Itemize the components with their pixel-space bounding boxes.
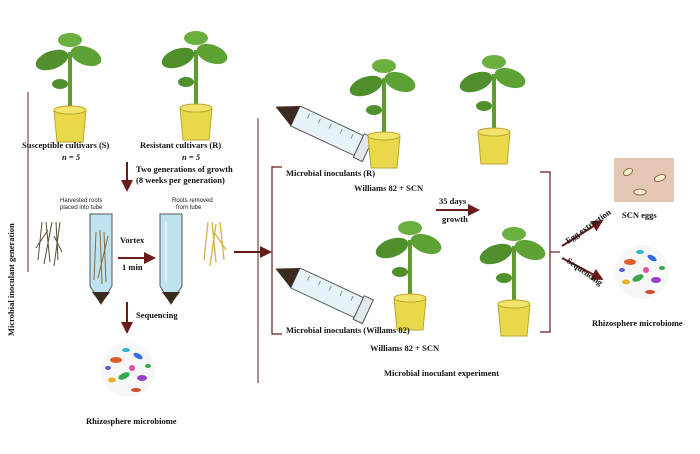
egg-extraction-arrow — [561, 219, 604, 247]
side-label: Microbial inoculant generation — [6, 223, 16, 336]
scn-eggs-label: SCN eggs — [622, 210, 657, 220]
growth-line2: (8 weeks per generation) — [136, 175, 225, 185]
susceptible-label: Susceptible cultivars (S) — [22, 140, 110, 150]
harvested-label-2: placed into tube — [60, 205, 103, 211]
growth-35-line1: 35 days — [439, 196, 467, 206]
microbiome-right-image — [615, 245, 669, 299]
removed-roots-image — [203, 221, 227, 267]
sequencing-left-label: Sequencing — [136, 310, 178, 320]
experiment-plant-top-end — [456, 54, 529, 165]
egg-extraction-label: Egg extraction — [563, 207, 612, 246]
experiment-caption: Microbial inoculant experiment — [384, 368, 499, 378]
sequencing-right-label: Sequencing — [565, 255, 605, 287]
top-inoculant-label: Microbial inoculants (R) — [286, 168, 375, 178]
tube-left-image — [89, 213, 113, 305]
bottom-host-label: Williams 82 + SCN — [370, 343, 440, 353]
harvested-label-1: Harvested roots — [60, 198, 102, 204]
susceptible-n: n = 5 — [62, 152, 81, 162]
experiment-bracket — [271, 166, 282, 335]
falcon-tube-top — [269, 94, 374, 163]
falcon-tube-bottom — [269, 256, 374, 325]
susceptible-plant-image — [32, 32, 105, 143]
scn-eggs-image — [614, 158, 674, 202]
resistant-plant-image — [158, 30, 231, 141]
growth-line1: Two generations of growth — [136, 164, 233, 174]
tube-right-image — [159, 213, 183, 305]
vortex-line2: 1 min — [122, 262, 143, 272]
resistant-label: Resistant cultivars (R) — [140, 140, 221, 150]
vortex-line1: Vortex — [120, 235, 145, 245]
removed-label-2: from tube — [176, 205, 202, 211]
bottom-inoculant-label: Microbial inoculants (Willams 82) — [286, 325, 410, 335]
microbiome-left-label: Rhizosphere microbiome — [86, 416, 177, 426]
experiment-plant-bottom-start — [372, 220, 445, 331]
top-host-label: Williams 82 + SCN — [354, 183, 424, 193]
growth-35-line2: growth — [442, 214, 468, 224]
experiment-plant-bottom-end — [476, 226, 549, 337]
resistant-n: n = 5 — [182, 152, 201, 162]
microbiome-right-label: Rhizosphere microbiome — [592, 318, 683, 328]
removed-label-1: Roots removed — [172, 198, 213, 204]
microbiome-left-image — [101, 343, 155, 397]
harvested-roots-image — [35, 221, 63, 267]
sequencing-arrow-right — [561, 257, 604, 280]
